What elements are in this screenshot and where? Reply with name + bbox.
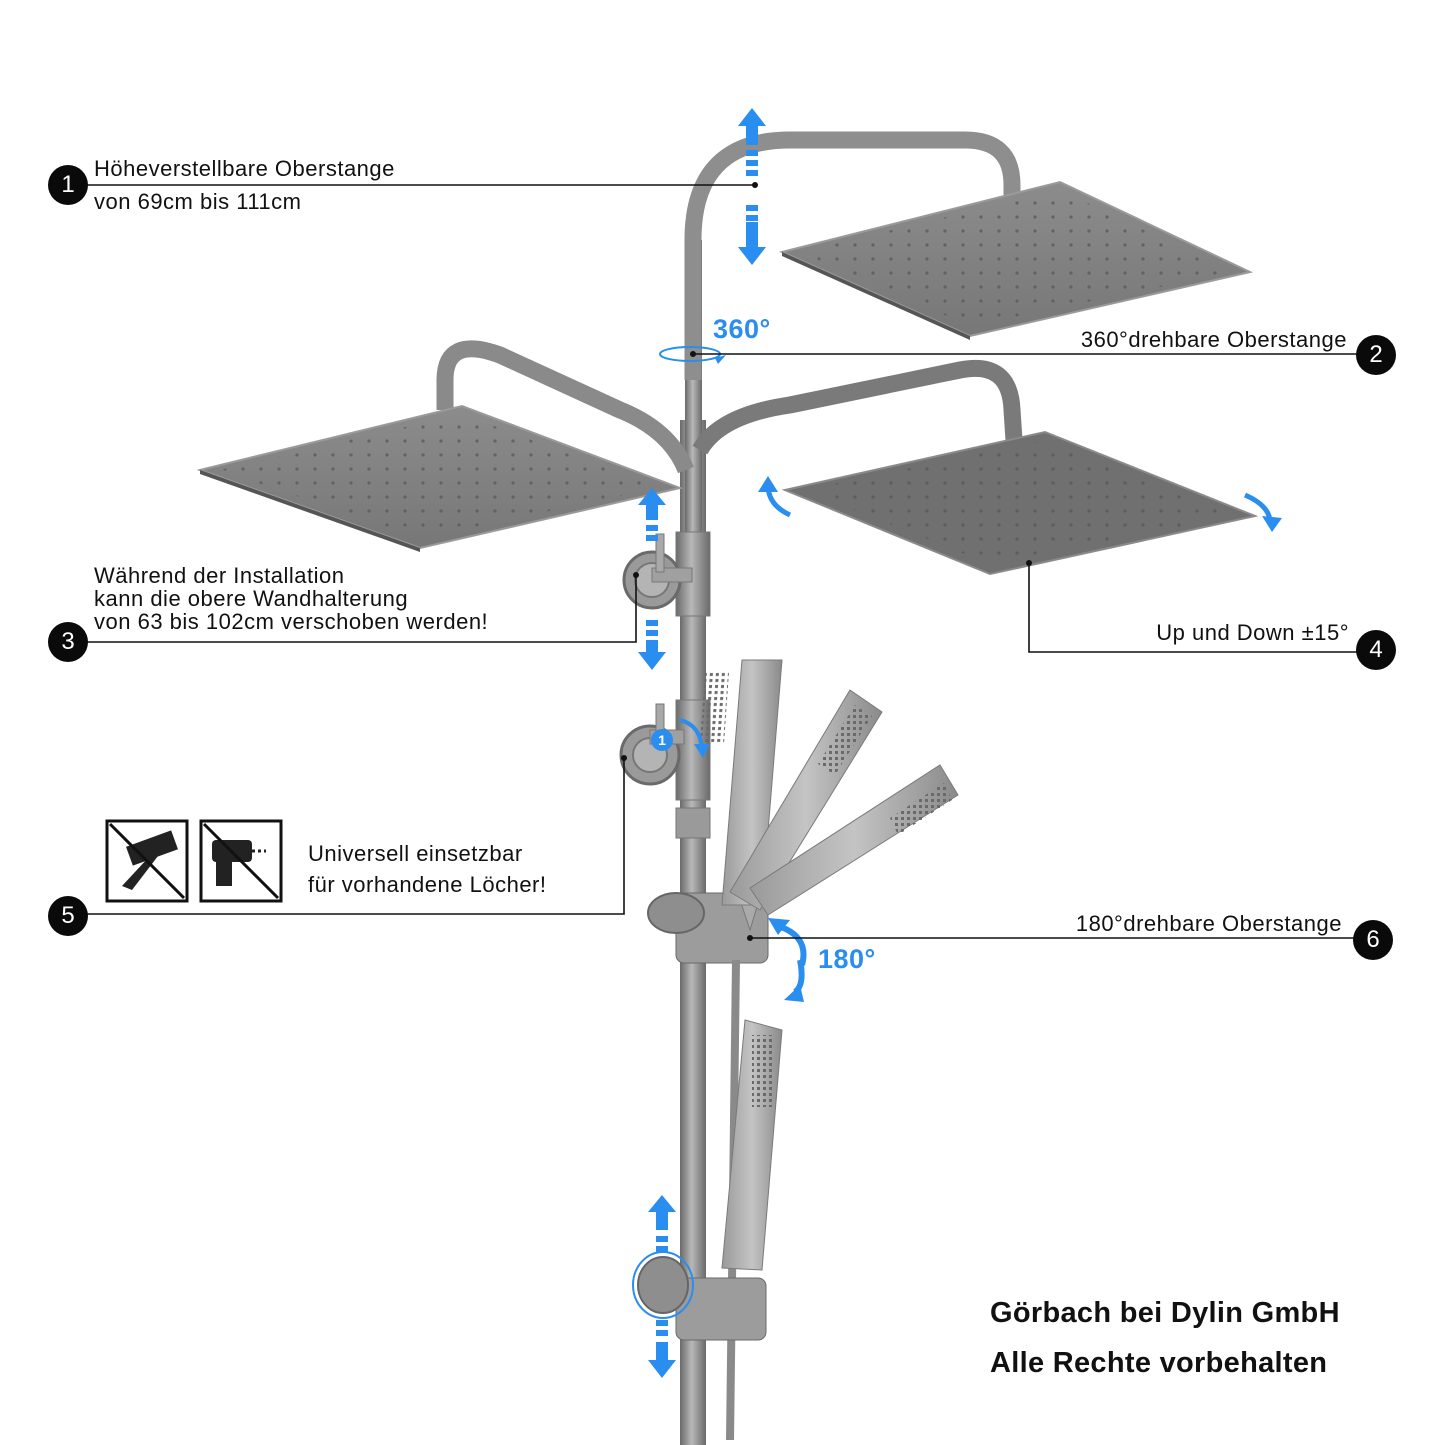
no-hammer-icon	[105, 819, 189, 903]
callout-5-line-1: Universell einsetzbar	[308, 841, 523, 866]
callout-badge-3: 3	[48, 622, 88, 662]
lower-slide-arrows	[648, 1195, 676, 1378]
height-adjust-arrows	[738, 108, 766, 265]
callout-badge-5: 5	[48, 896, 88, 936]
left-shower-arm	[436, 340, 694, 474]
bracket-slide-arrows	[638, 488, 666, 670]
leader-lines	[68, 184, 1376, 939]
callout-3-line-3: von 63 bis 102cm verschoben werden!	[94, 609, 489, 634]
callout-6-line-1: 180°drehbare Oberstange	[1075, 911, 1342, 936]
callout-3-line-2: kann die obere Wandhalterung	[94, 586, 409, 611]
bracket-step-marker	[651, 729, 673, 751]
callout-5-line-2: für vorhandene Löcher!	[308, 872, 547, 897]
right-shower-arm	[692, 359, 1023, 455]
bracket-step-number: 1	[658, 732, 666, 748]
copyright-line-2: Alle Rechte vorbehalten	[990, 1347, 1328, 1379]
lower-holder	[675, 1277, 767, 1341]
top-shower-arm	[684, 131, 1021, 380]
callout-1-line-1: Höheverstellbare Oberstange	[94, 156, 395, 181]
rotate-360-label: 360°	[713, 314, 771, 344]
callout-3-line-1: Während der Installation	[94, 563, 345, 588]
callout-badge-6: 6	[1353, 920, 1393, 960]
copyright-line-1: Görbach bei Dylin GmbH	[990, 1297, 1340, 1329]
hand-shower-horizontal	[749, 764, 959, 916]
callout-4-line-1: Up und Down ±15°	[1156, 620, 1349, 645]
rotate-180-label: 180°	[818, 944, 876, 974]
callout-badge-1: 1	[48, 165, 88, 205]
callout-badge-4: 4	[1356, 630, 1396, 670]
callout-2-line-1: 360°drehbare Oberstange	[1080, 327, 1347, 352]
no-drill-icon	[199, 819, 283, 903]
callout-1-line-2: von 69cm bis 111cm	[94, 189, 302, 214]
callout-badge-2: 2	[1356, 335, 1396, 375]
